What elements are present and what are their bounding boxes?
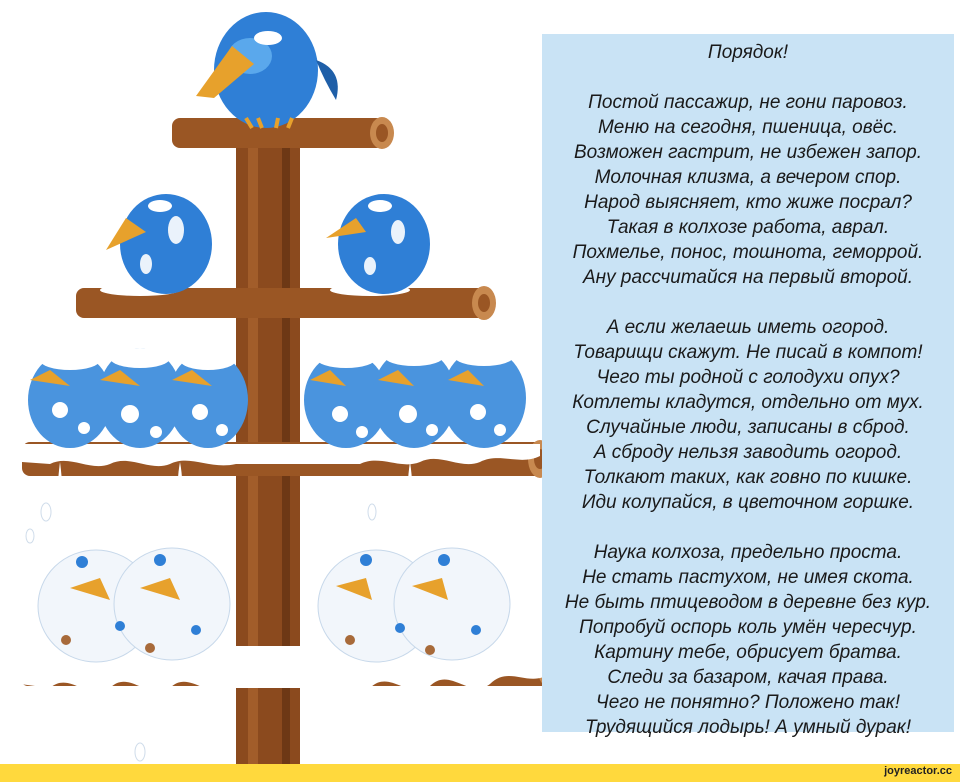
third-branch <box>22 440 552 502</box>
poem-line: Толкают таких, как говно по кишке. <box>583 467 913 488</box>
poem-line: Наука колхоза, предельно проста. <box>593 542 903 563</box>
poem-line: Постой пассажир, не гони паровоз. <box>588 92 908 113</box>
poem-stanza-1: Постой пассажир, не гони паровоз. Меню н… <box>542 90 954 290</box>
poem-line: Молочная клизма, а вечером спор. <box>594 167 902 188</box>
bottom-row-birds-left <box>37 547 231 663</box>
poem-line: Котлеты кладутся, отдельно от мух. <box>572 392 924 413</box>
poem-line: Ану рассчитайся на первый второй. <box>583 267 913 288</box>
second-row-bird-right <box>326 194 430 294</box>
poem-line: Картину тебе, обрисует братва. <box>594 642 902 663</box>
top-bird <box>196 12 338 130</box>
poem-line: Трудящийся лодырь! А умный дурак! <box>584 717 912 738</box>
poem-line: Не стать пастухом, не имея скота. <box>582 567 914 588</box>
poem-line: Следи за базаром, качая права. <box>607 667 889 688</box>
bottom-row-birds-right <box>317 547 511 663</box>
poem-line: Возможен гастрит, не избежен запор. <box>573 142 923 163</box>
second-row-bird-left <box>106 194 212 294</box>
poem-line: Товарищи скажут. Не писай в компот! <box>573 342 923 363</box>
footer-bar: joyreactor.cc <box>0 764 960 782</box>
third-row-birds-right <box>304 346 526 448</box>
poem-line: А сброду нельзя заводить огород. <box>593 442 903 463</box>
poem-line: Похмелье, понос, тошнота, геморрой. <box>572 242 924 263</box>
poem-line: Меню на сегодня, пшеница, овёс. <box>597 117 899 138</box>
poem-stanza-3: Наука колхоза, предельно проста. Не стат… <box>542 540 954 740</box>
poem-title: Порядок! <box>707 42 789 63</box>
top-branch <box>172 117 394 149</box>
poem-line: Иди колупайся, в цветочном горшке. <box>581 492 915 513</box>
poem-line: А если желаешь иметь огород. <box>606 317 890 338</box>
poem-line: Чего ты родной с голодухи опух? <box>596 367 900 388</box>
watermark[interactable]: joyreactor.cc <box>884 765 952 777</box>
poem-line: Такая в колхозе работа, аврал. <box>606 217 890 238</box>
second-branch <box>76 284 496 320</box>
poem-line: Попробуй оспорь коль умён чересчур. <box>579 617 917 638</box>
poem-line: Чего не понятно? Положено так! <box>595 692 901 713</box>
poem-stanza-2: А если желаешь иметь огород. Товарищи ск… <box>542 315 954 515</box>
poem-line: Не быть птицеводом в деревне без кур. <box>564 592 932 613</box>
poem-line: Народ выясняет, кто жиже посрал? <box>584 192 912 213</box>
third-row-birds-left <box>28 348 248 448</box>
poem-line: Случайные люди, записаны в сброд. <box>586 417 910 438</box>
poem-panel: Порядок! Постой пассажир, не гони парово… <box>542 34 954 738</box>
